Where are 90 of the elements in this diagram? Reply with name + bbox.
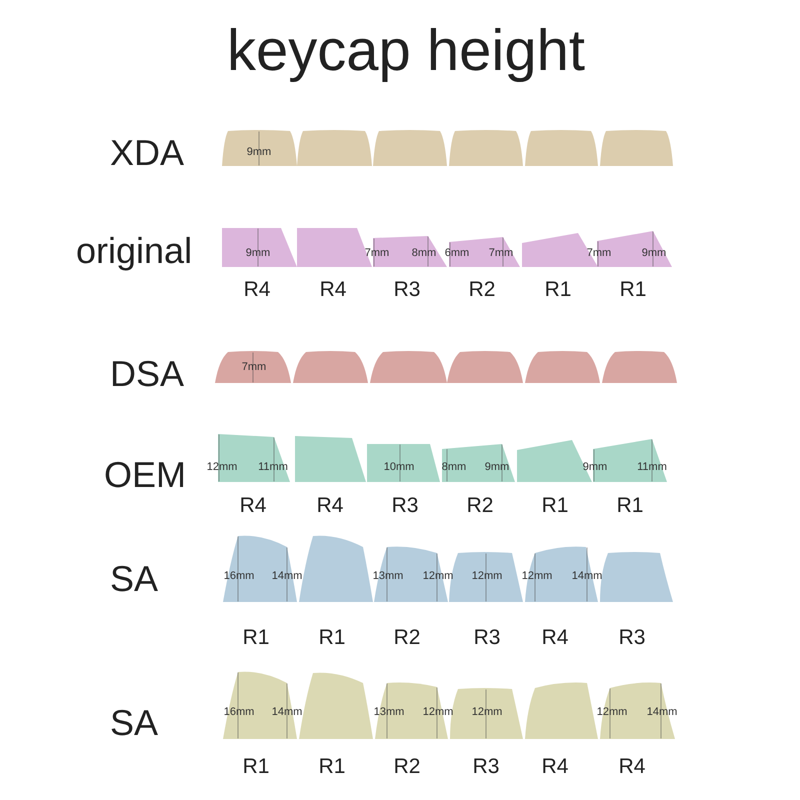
keycap — [444, 236, 520, 267]
dimension-label: 14mm — [646, 706, 678, 718]
profile-name: SA — [110, 558, 158, 600]
dimension-label: 11mm — [637, 460, 667, 474]
row-label: R1 — [242, 755, 270, 780]
row-label: R3 — [392, 494, 418, 518]
dimension-label: 9mm — [484, 460, 510, 474]
keycap — [586, 230, 672, 267]
keycap — [372, 546, 454, 602]
keycap — [206, 433, 290, 482]
row-label: R4 — [618, 755, 646, 780]
keycap — [525, 130, 598, 166]
keycap — [600, 130, 673, 166]
keycap — [222, 227, 297, 267]
row-label: R3 — [394, 278, 420, 302]
keycap — [582, 438, 667, 482]
profile-name: original — [76, 230, 192, 272]
keycap — [222, 130, 297, 166]
row-label: R1 — [544, 278, 572, 302]
row-label: R1 — [318, 755, 346, 780]
dimension-label: 13mm — [372, 570, 404, 582]
dimension-label: 8mm — [412, 246, 436, 260]
keycap — [525, 351, 600, 383]
row-label: R1 — [616, 494, 644, 518]
dimension-label: 7mm — [488, 246, 514, 260]
dimension-label: 9mm — [582, 460, 608, 474]
keycap — [441, 443, 515, 482]
profile-name: DSA — [110, 352, 184, 394]
dimension-label: 9mm — [246, 146, 272, 158]
keycap — [596, 682, 678, 739]
keycap — [295, 435, 366, 482]
row-label: R4 — [316, 494, 344, 518]
row-label: R2 — [394, 755, 420, 780]
profile-name: OEM — [104, 454, 186, 496]
keycap — [215, 351, 291, 383]
dimension-label: 14mm — [272, 706, 302, 718]
row-label: R3 — [474, 626, 500, 650]
row-label: R4 — [542, 626, 568, 650]
row-label: R4 — [542, 755, 568, 780]
row-label: R2 — [466, 494, 494, 518]
row-label: R1 — [620, 278, 646, 302]
keycap — [373, 130, 447, 166]
dimension-label: 16mm — [224, 706, 254, 718]
keycap — [373, 682, 454, 739]
dimension-label: 12mm — [472, 570, 502, 582]
row-label: R4 — [320, 278, 346, 302]
row-label: R2 — [468, 278, 496, 302]
dimension-label: 14mm — [572, 570, 602, 582]
dimension-label: 12mm — [422, 706, 454, 718]
row-label: R2 — [394, 626, 420, 650]
dimension-label: 8mm — [442, 460, 466, 474]
dimension-label: 12mm — [422, 570, 454, 582]
keycap — [521, 546, 603, 602]
dimension-label: 6mm — [444, 246, 470, 260]
keycap — [297, 130, 372, 166]
dimension-label: 7mm — [364, 246, 390, 260]
dimension-label: 12mm — [522, 570, 552, 582]
dimension-label: 12mm — [472, 706, 502, 718]
dimension-label: 9mm — [246, 246, 270, 260]
row-label: R4 — [244, 278, 270, 302]
row-label: R4 — [240, 494, 266, 518]
dimension-label: 9mm — [642, 246, 666, 260]
row-label: R3 — [618, 626, 646, 650]
keycap — [370, 351, 447, 383]
dimension-label: 16mm — [224, 570, 254, 582]
profile-name: XDA — [110, 132, 184, 174]
keycap — [293, 351, 368, 383]
keycap — [600, 552, 673, 602]
dimension-label: 12mm — [596, 706, 628, 718]
keycap — [367, 443, 440, 482]
dimension-label: 12mm — [206, 460, 238, 474]
keycap — [223, 671, 303, 739]
profile-name: SA — [110, 702, 158, 744]
row-label: R3 — [472, 755, 500, 780]
keycap — [364, 235, 447, 267]
keycap — [602, 351, 677, 383]
keycap — [447, 351, 523, 383]
row-label: R1 — [318, 626, 346, 650]
keycap — [449, 130, 523, 166]
keycap — [525, 682, 598, 739]
dimension-label: 13mm — [374, 706, 404, 718]
row-label: R1 — [242, 626, 270, 650]
dimension-label: 10mm — [384, 460, 414, 474]
title: keycap height — [227, 18, 585, 84]
keycap — [223, 535, 303, 602]
dimension-label: 7mm — [586, 246, 612, 260]
row-label: R1 — [542, 494, 568, 518]
dimension-label: 7mm — [242, 360, 266, 374]
dimension-label: 14mm — [272, 570, 302, 582]
dimension-label: 11mm — [258, 460, 288, 474]
